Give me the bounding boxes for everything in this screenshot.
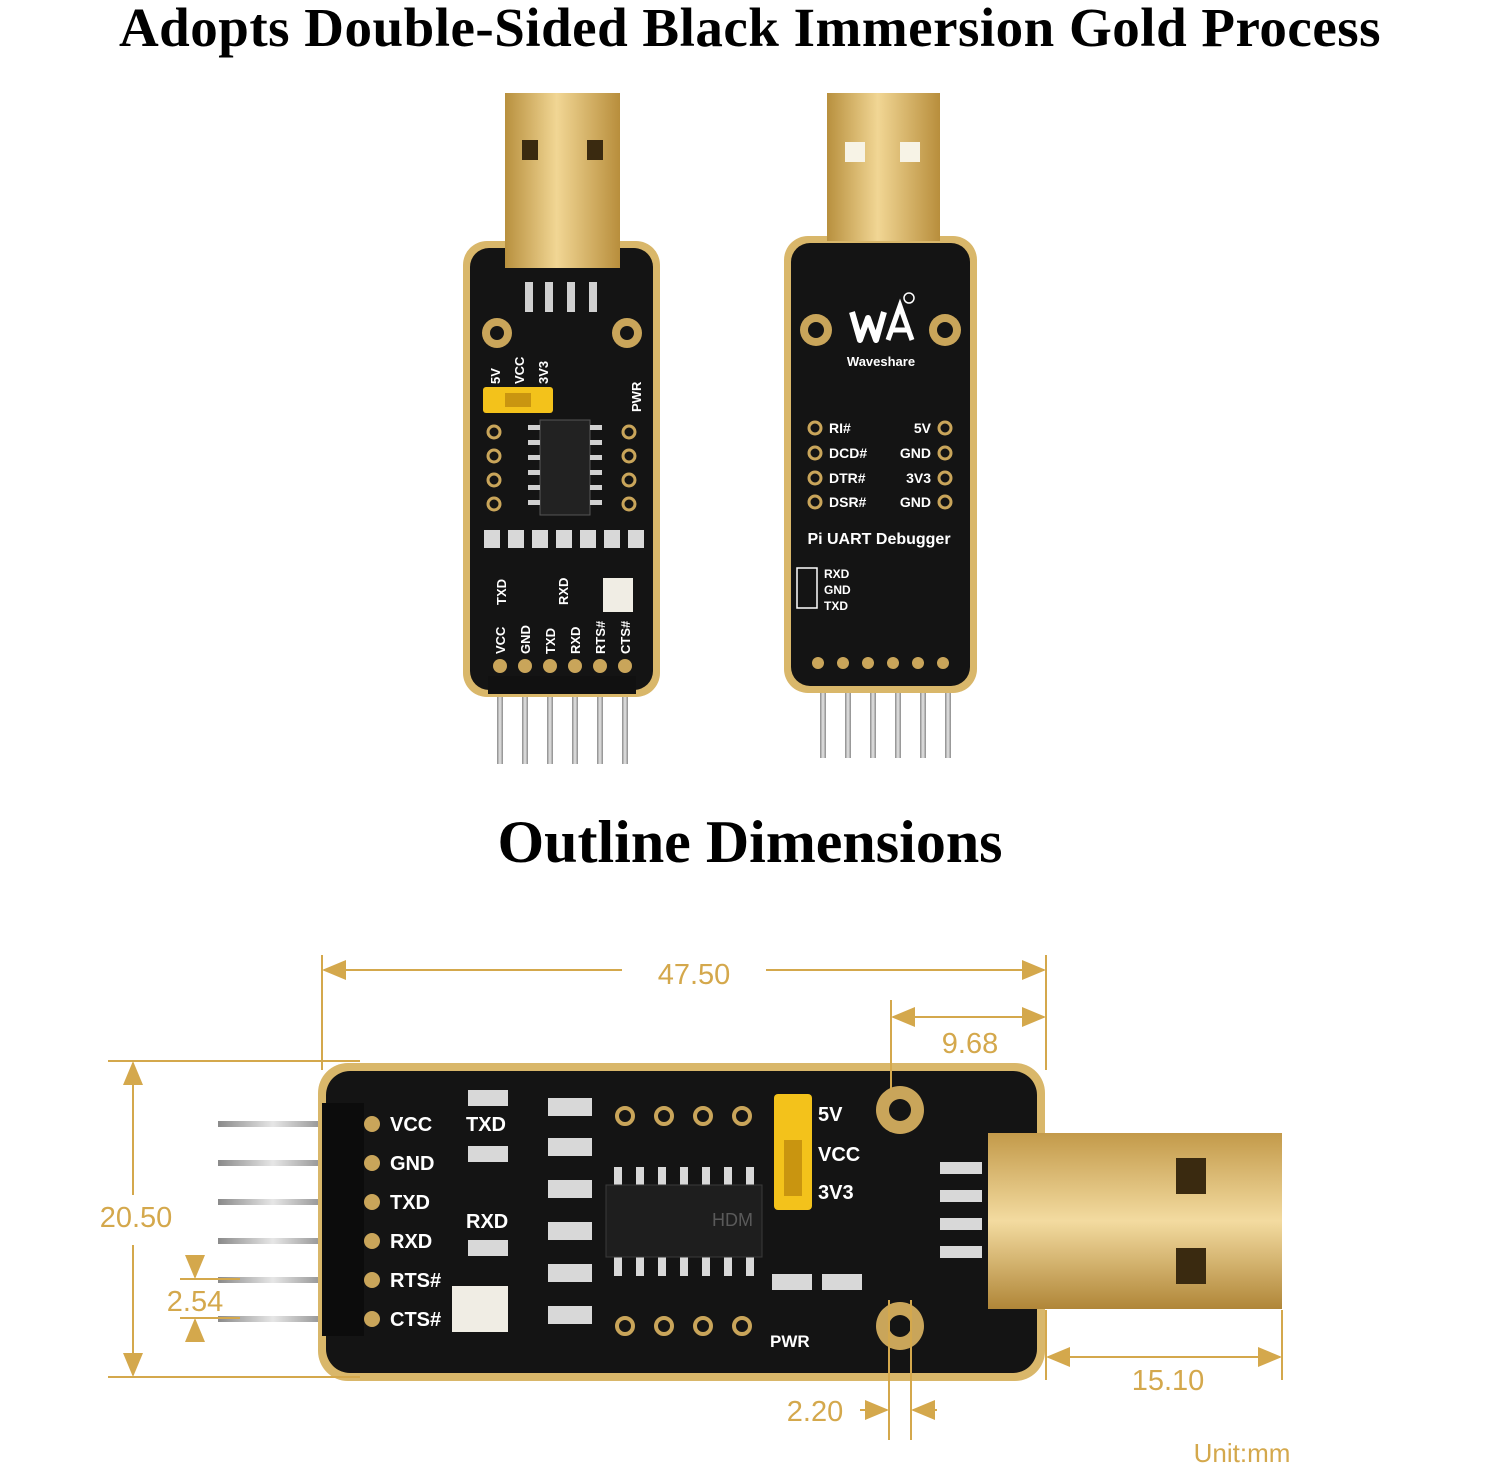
back-right-pin-1: 5V <box>914 420 932 436</box>
dimension-board: VCC GND TXD RXD RTS# CTS# TXD RXD 5V VCC… <box>218 1063 1282 1381</box>
dim-hole-diameter: 2.20 <box>787 1396 843 1428</box>
back-uart-label-2: GND <box>824 583 851 597</box>
dim-usb-offset: 9.68 <box>942 1028 998 1060</box>
front-label-vcc: VCC <box>512 356 527 384</box>
front-label-3v3: 3V3 <box>536 361 551 384</box>
back-left-pin-4: DSR# <box>829 494 867 510</box>
section-title: Outline Dimensions <box>497 809 1003 875</box>
back-board: Waveshare RI# DCD# DTR# DSR# 5V GND 3V3 … <box>784 93 977 758</box>
front-label-txd: TXD <box>494 579 509 605</box>
front-pin-label-5: RTS# <box>593 620 608 654</box>
dimension-annotations <box>108 955 1283 1440</box>
front-header-pins <box>497 692 628 764</box>
back-uart-label-1: RXD <box>824 567 850 581</box>
front-header-housing <box>488 676 636 694</box>
waveshare-logo <box>849 292 915 343</box>
front-pin-label-6: CTS# <box>618 620 633 654</box>
page-title: Adopts Double-Sided Black Immersion Gold… <box>118 0 1382 58</box>
front-usb-connector <box>505 93 620 268</box>
back-usb-connector <box>827 93 940 241</box>
dimension-ic-chip: HDM <box>605 1167 763 1276</box>
dimension-pin-label-4: RXD <box>390 1231 432 1253</box>
back-header-pins <box>820 690 951 758</box>
dimension-pin-label-5: RTS# <box>390 1270 441 1292</box>
back-right-pin-3: 3V3 <box>906 470 931 486</box>
dimension-pin-label-3: TXD <box>390 1192 430 1214</box>
dim-pin-pitch: 2.54 <box>167 1286 223 1318</box>
back-uart-footprint <box>796 567 818 609</box>
dimension-uart-connector <box>452 1286 508 1332</box>
back-left-pin-1: RI# <box>829 420 851 436</box>
back-left-pin-3: DTR# <box>829 470 866 486</box>
dimension-pin-label-6: CTS# <box>390 1309 441 1331</box>
front-pin-label-3: TXD <box>543 628 558 654</box>
front-label-pwr: PWR <box>629 381 644 412</box>
back-board-body <box>791 243 970 686</box>
dimension-label-5v: 5V <box>818 1104 843 1126</box>
dimension-pin-label-1: VCC <box>390 1114 432 1136</box>
front-label-5v: 5V <box>488 368 503 384</box>
back-left-pin-2: DCD# <box>829 445 867 461</box>
dimension-label-3v3: 3V3 <box>818 1182 854 1204</box>
back-uart-label-3: TXD <box>824 599 848 613</box>
dimension-label-rxd: RXD <box>466 1211 508 1233</box>
dimension-pin-label-2: GND <box>390 1153 434 1175</box>
brand-name: Waveshare <box>847 354 915 369</box>
front-board: 5V VCC 3V3 PWR TXD RXD VCC GND TXD RXD R… <box>463 93 660 764</box>
front-pin-label-2: GND <box>518 625 533 654</box>
front-ic-chip <box>539 419 591 516</box>
back-right-pin-4: GND <box>900 494 931 510</box>
front-label-rxd: RXD <box>556 578 571 605</box>
dimension-label-pwr: PWR <box>770 1332 810 1351</box>
front-pin-label-4: RXD <box>568 627 583 654</box>
dim-width: 20.50 <box>100 1202 173 1234</box>
dimension-label-vcc: VCC <box>818 1144 860 1166</box>
front-uart-connector <box>603 578 633 612</box>
dim-usb-length: 15.10 <box>1132 1365 1205 1397</box>
back-right-pin-2: GND <box>900 445 931 461</box>
chip-marking: HDM <box>712 1210 753 1230</box>
front-pin-label-1: VCC <box>493 626 508 654</box>
dim-total-length: 47.50 <box>658 959 731 991</box>
product-name: Pi UART Debugger <box>807 531 950 548</box>
dimension-header-housing <box>322 1103 364 1336</box>
unit-label: Unit:mm <box>1194 1438 1291 1468</box>
dimension-header-pins <box>218 1121 328 1322</box>
dimension-usb-connector <box>988 1133 1282 1309</box>
dimension-label-txd: TXD <box>466 1114 506 1136</box>
